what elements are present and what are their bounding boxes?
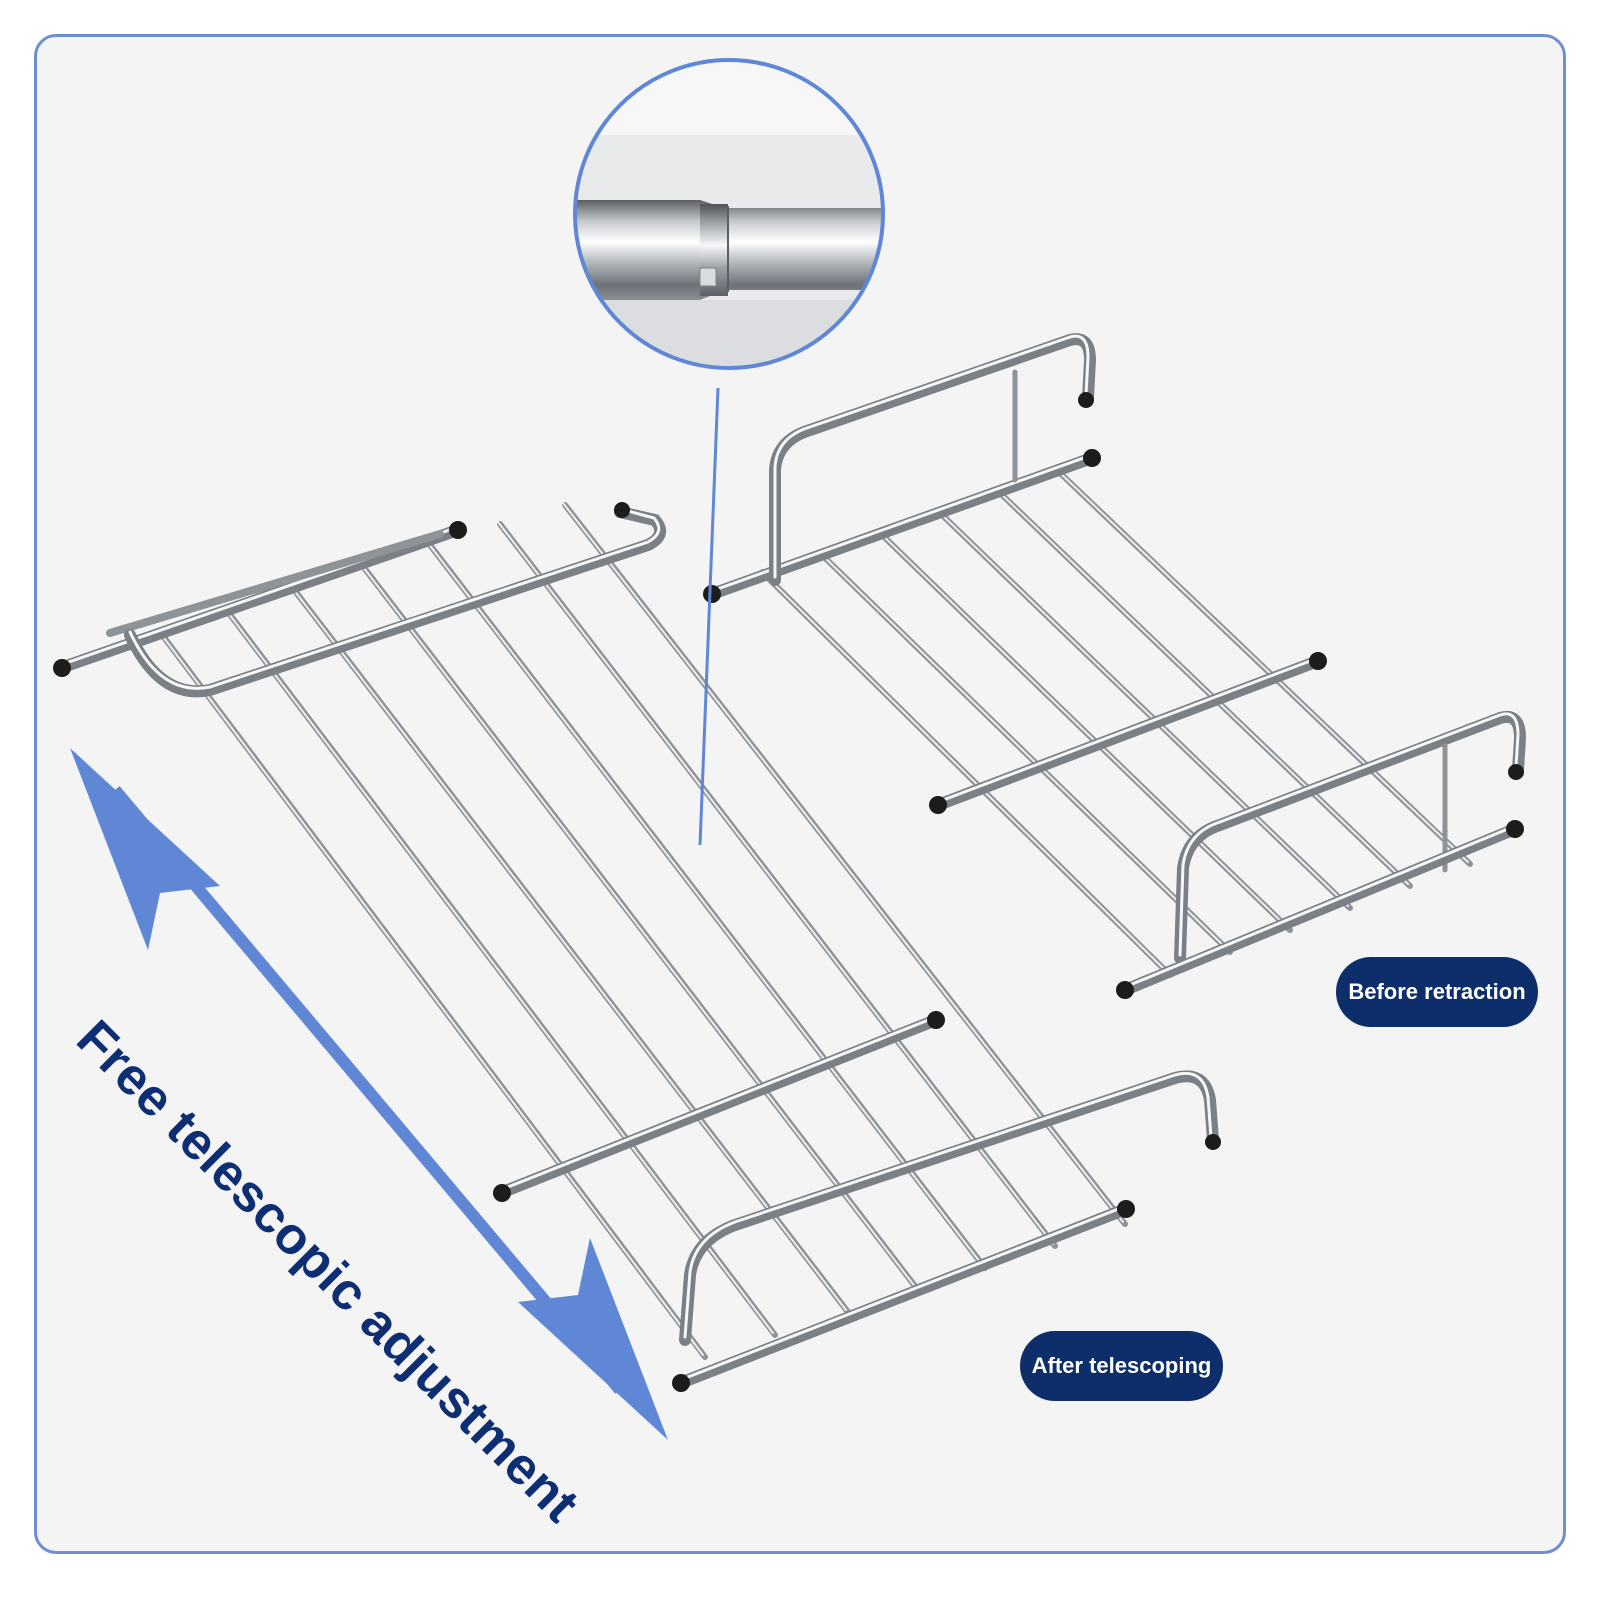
end-caps-right (703, 392, 1524, 999)
rack-extended (60, 502, 1219, 1388)
double-headed-arrow-icon (70, 748, 668, 1440)
zoom-callout (573, 58, 885, 846)
after-telescoping-badge: After telescoping (1020, 1331, 1223, 1401)
before-retraction-badge: Before retraction (1336, 957, 1538, 1027)
end-caps-left (53, 502, 1221, 1392)
rack-retracted (706, 333, 1527, 996)
